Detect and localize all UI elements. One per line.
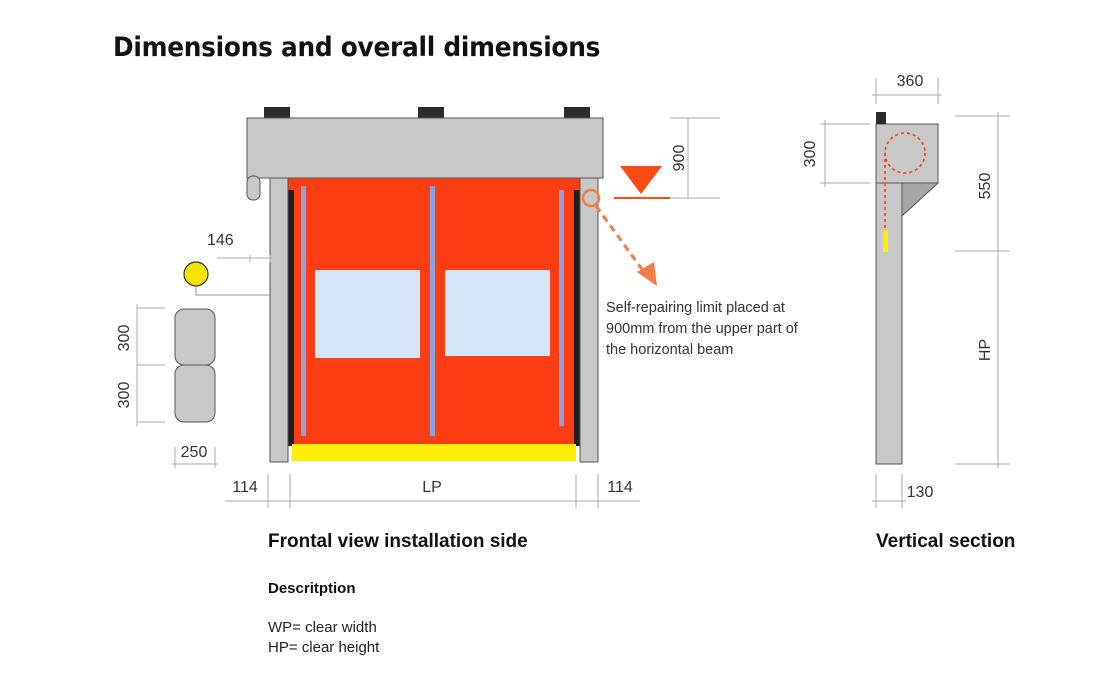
dim-114-right: 114 [607, 479, 633, 496]
dim-114-left: 114 [232, 479, 258, 496]
window-left [315, 270, 420, 358]
motor-block-left [264, 107, 290, 119]
description-line-wp: WP= clear width [268, 619, 377, 636]
limit-callout-text: Self-repairing limit placed at 900mm fro… [606, 300, 798, 358]
section-motor-block [876, 112, 886, 124]
page-title: Dimensions and overall dimensions [113, 32, 601, 63]
side-post-right [579, 169, 599, 463]
section-view-caption: Vertical section [876, 531, 1016, 552]
section-post [875, 182, 903, 465]
dim-hp: HP [977, 339, 994, 361]
dim-300-lower: 300 [116, 382, 133, 409]
motor-block-center [418, 107, 444, 119]
motor-block-right [564, 107, 590, 119]
window-right [445, 270, 550, 356]
callout-arrow-head-icon [637, 262, 657, 286]
section-dimension-lines [820, 78, 1010, 508]
stiffener-center [430, 186, 435, 436]
dim-250: 250 [181, 444, 208, 461]
dim-lp: LP [422, 479, 442, 496]
warning-light-icon [183, 261, 209, 287]
dim-900: 900 [671, 145, 688, 172]
bottom-edge-bar [292, 444, 576, 461]
side-guide-left [288, 190, 294, 446]
dim-130: 130 [907, 484, 934, 501]
housing-bracket [246, 175, 261, 201]
stiffener-left [301, 186, 306, 436]
front-view: 146 300 300 250 114 LP 114 900 [116, 107, 720, 508]
section-bracket [901, 182, 940, 218]
control-box-upper [174, 308, 216, 366]
control-box-lower [174, 364, 216, 423]
callout-arrow-line [594, 205, 646, 273]
dim-146: 146 [207, 232, 234, 249]
dim-300-upper: 300 [116, 325, 133, 352]
front-view-caption: Frontal view installation side [268, 531, 528, 552]
front-dimension-lines [136, 117, 720, 508]
limit-sensor-icon [581, 188, 601, 208]
description-heading: Descritption [268, 580, 356, 597]
control-cable [195, 286, 270, 296]
dim-300-section: 300 [802, 141, 819, 168]
description-line-hp: HP= clear height [268, 639, 380, 656]
side-guide-right [574, 190, 580, 446]
limit-triangle-icon [620, 166, 662, 194]
stiffener-right [559, 190, 564, 426]
dim-550: 550 [977, 173, 994, 200]
section-view: 360 300 550 HP 130 [802, 73, 1010, 508]
section-bottom-bar [883, 230, 888, 252]
dim-360: 360 [897, 73, 924, 90]
top-housing-beam [246, 117, 604, 179]
side-post-left [269, 169, 289, 463]
section-housing [875, 123, 939, 184]
